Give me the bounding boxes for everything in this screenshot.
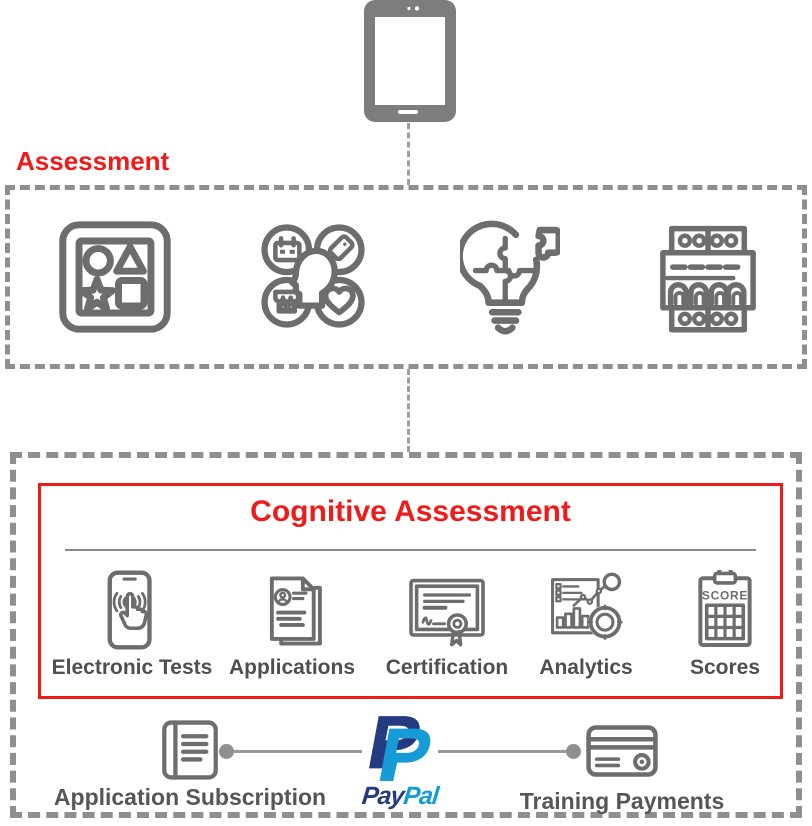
item-label: Scores — [689, 656, 761, 679]
puzzle-lightbulb-icon — [460, 220, 560, 335]
connector-line-left — [234, 750, 362, 753]
cognitive-item-applications: Applications — [212, 570, 372, 680]
connector-assessment-to-cognitive — [407, 369, 410, 452]
title-separator — [65, 549, 756, 551]
head-profile-glyph — [289, 247, 338, 309]
assessment-section-label: Assessment — [16, 146, 170, 176]
cognitive-item-electronic-tests: Electronic Tests — [42, 570, 222, 680]
applicant-document-icon — [269, 576, 322, 646]
cognitive-item-certification: Certification — [367, 570, 527, 680]
pen-tag-glyph — [327, 234, 355, 262]
item-label: Electronic Tests — [51, 656, 213, 679]
heart-glyph — [322, 285, 356, 316]
item-label: Certification — [385, 656, 509, 679]
cognitive-assessment-title: Cognitive Assessment — [250, 495, 571, 528]
shape-sorter-icon — [59, 221, 171, 333]
connector-tablet-to-assessment — [407, 123, 410, 185]
analytics-charts-icon — [551, 572, 623, 640]
subscription-book-icon — [162, 720, 218, 780]
tablet-icon — [364, 0, 456, 122]
score-text: SCORE — [702, 589, 748, 603]
storefront-glyph — [273, 289, 301, 314]
puzzle-piece-glyph — [535, 226, 560, 261]
item-label: Applications — [228, 656, 355, 679]
application-subscription-label: Application Subscription — [53, 784, 327, 810]
training-payments-label: Training Payments — [519, 788, 725, 814]
breaker-switches — [667, 282, 747, 307]
cognitive-outer-box — [10, 452, 802, 818]
circuit-breaker-icon — [660, 225, 756, 333]
cognitive-item-analytics: Analytics — [516, 570, 656, 680]
tap-hand-glyph — [119, 592, 149, 631]
cognitive-assessment-box: Cognitive Assessment — [38, 483, 783, 699]
assessment-box — [5, 185, 807, 369]
personality-traits-icon — [261, 224, 365, 328]
phone-touch-icon — [107, 570, 152, 650]
calendar-glyph — [273, 236, 302, 263]
paypal-word-pay: Pay — [360, 782, 405, 810]
paypal-word-pal: Pal — [402, 782, 440, 810]
connector-dot-right — [566, 744, 581, 759]
paypal-logo: PayPal — [352, 716, 448, 811]
credit-card-icon — [586, 725, 658, 777]
score-clipboard-icon: SCORE — [698, 570, 752, 647]
cognitive-item-scores: SCORE Scores — [640, 570, 810, 680]
connector-line-right — [438, 750, 566, 753]
item-label: Analytics — [539, 656, 633, 679]
connector-dot-left — [219, 744, 234, 759]
certificate-icon — [409, 578, 485, 647]
paypal-wordmark: PayPal — [360, 782, 440, 811]
paypal-monogram-icon — [369, 716, 431, 781]
